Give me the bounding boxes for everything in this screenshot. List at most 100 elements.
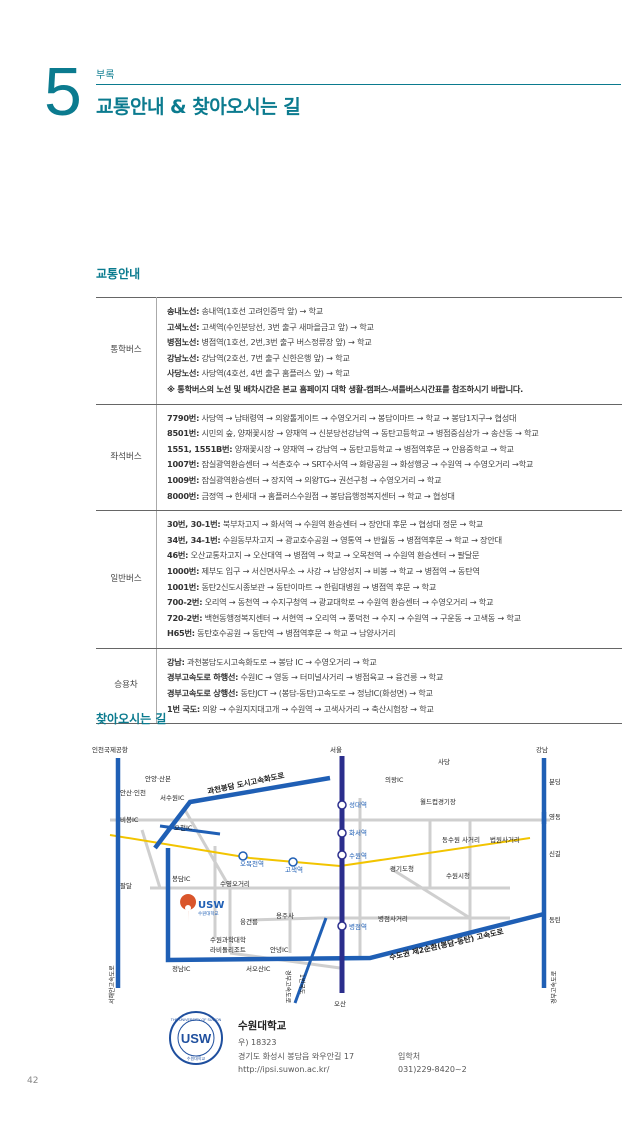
map-label-seohaean: 서해안고속도로 <box>108 965 116 1004</box>
route-list: 30번, 30-1번: 북부차고지 → 화서역 → 수원역 환승센터 → 장안대… <box>156 510 622 649</box>
transit-section-title: 교통안내 <box>96 267 141 281</box>
route-line: 8000번: 금정역 → 한세대 → 홈플러스수원점 → 봉담읍행정복지센터 →… <box>167 490 455 501</box>
phone-number: 031)229-8420~2 <box>398 1065 467 1074</box>
chapter-subtitle: 부록 <box>96 70 115 81</box>
road-seosuwon <box>159 824 221 836</box>
university-pin-icon <box>180 894 197 922</box>
map-label-seoul: 서울 <box>330 745 342 754</box>
highways <box>115 758 547 988</box>
map-label-gosaek: 고색역 <box>285 865 303 874</box>
map-label-gyeonggi-hall: 경기도청 <box>390 864 414 873</box>
map-label-incheon: 인천국제공항 <box>92 745 128 754</box>
map-label-sadang: 사당 <box>438 757 450 766</box>
map-label-suwon-station: 수원역 <box>349 851 367 860</box>
map-label-suwon-sci: 수원과학대학 <box>210 935 246 944</box>
directions-map: 인천국제공항 안양·산본 안산·인천 서울 강남 사당 분당 의왕IC 서수원I… <box>92 745 560 1008</box>
contact-label: 입학처 <box>398 1052 421 1061</box>
route-list: 송내노선: 송내역(1호선 고려인증막 앞) → 학교 고색노선: 고색역(수인… <box>156 297 622 405</box>
map-label-rabiennes: 라비돌리조트 <box>210 945 246 954</box>
map-label-byeongjeom-sa: 병점사거리 <box>378 914 408 923</box>
map-label-sungdae: 성대역 <box>349 800 367 809</box>
route-line: 34번, 34-1번: 수원동부차고지 → 광교호수공원 → 영통역 → 반월동… <box>167 534 502 545</box>
website-link[interactable]: http://ipsi.suwon.ac.kr/ <box>238 1065 330 1074</box>
table-row: 통학버스 송내노선: 송내역(1호선 고려인증막 앞) → 학교 고색노선: 고… <box>96 297 622 405</box>
seal-center-text: USW <box>181 1031 212 1046</box>
map-label-ocheon-ic: 오천IC <box>174 823 193 832</box>
map-label-hwaseo: 화서역 <box>349 828 367 837</box>
route-line: 강남노선: 강남역(2호선, 7번 출구 신한은행 앞) → 학교 <box>167 352 350 363</box>
route-line: H65번: 동탄호수공원 → 동탄역 → 병점역후문 → 학교 → 남양사거리 <box>167 628 396 639</box>
map-label-singal-ic: 신갈IC <box>549 849 560 858</box>
route-list: 강남: 과천봉담도시고속화도로 → 봉담 IC → 수영오거리 → 학교 경부고… <box>156 647 622 725</box>
route-line: 경부고속도로 하행선: 수원IC → 영동 → 터미널사거리 → 병점육교 → … <box>167 672 444 683</box>
table-row: 좌석버스 7790번: 사당역 → 남태령역 → 의왕톨게이트 → 수영오거리 … <box>96 403 622 512</box>
route-line: 강남: 과천봉담도시고속화도로 → 봉담 IC → 수영오거리 → 학교 <box>167 656 377 667</box>
school-bus-note: ※ 통학버스의 노선 및 배차시간은 본교 홈페이지 대학 생활-캠퍼스-셔틀버… <box>167 383 524 394</box>
map-label-yongjusa: 용주사 <box>276 911 294 920</box>
route-line: 1009번: 잠실광역환승센터 → 장지역 → 의왕TG→ 권선구청 → 수영오… <box>167 474 442 485</box>
map-label-paldal: 팔달 <box>120 882 132 890</box>
station-markers <box>238 800 347 931</box>
map-label-suyeong: 수영오거리 <box>220 879 250 888</box>
chapter-number: 5 <box>44 54 82 130</box>
map-label-beobwon: 법원사거리 <box>490 835 520 844</box>
route-line: 30번, 30-1번: 북부차고지 → 화서역 → 수원역 환승센터 → 장안대… <box>167 519 484 530</box>
chapter-rule <box>96 84 621 85</box>
map-label-dongsuwon: 동수원 사거리 <box>442 835 480 844</box>
route-line: 병점노선: 병점역(1호선, 2번,3번 출구 버스정류장 앞) → 학교 <box>167 337 372 348</box>
route-line: 1551, 1551B번: 양재꽃시장 → 양재역 → 강남역 → 동탄고등학교… <box>167 443 514 454</box>
map-label-gyeongbu-right: 경부고속도로 <box>550 970 558 1004</box>
local-roads <box>110 798 550 970</box>
map-label-suwon-city: 수원시청 <box>446 871 470 880</box>
route-line: 1번 국도: 의왕 → 수원지지대고개 → 수원역 → 고색사거리 → 축산시험… <box>167 703 434 714</box>
table-row: 승용차 강남: 과천봉담도시고속화도로 → 봉담 IC → 수영오거리 → 학교… <box>96 647 622 725</box>
seal-top-text: THE UNIVERSITY OF SUWON <box>171 1018 222 1022</box>
directions-section-title: 찾아오시는 길 <box>96 712 167 726</box>
address: 경기도 화성시 봉담읍 와우안길 17 <box>238 1052 355 1061</box>
map-label-bongdam-ic: 봉담IC <box>172 875 191 883</box>
route-line: 1000번: 제부도 입구 → 서신면사무소 → 사강 → 남양성지 → 비봉 … <box>167 565 480 576</box>
map-label-gyeongbu-left: 경부고속도로 <box>284 970 292 1004</box>
route-line: 1001번: 동탄2신도시종보관 → 동탄이마트 → 한림대병원 → 병점역 후… <box>167 581 437 592</box>
chapter-title: 교통안내 & 찾아오시는 길 <box>96 96 301 118</box>
map-label-gangnam: 강남 <box>536 745 548 754</box>
map-label-anyeong-ic: 안녕IC <box>270 945 289 954</box>
map-label-yunggeon: 융건릉 <box>240 917 258 926</box>
route-line: 46번: 오산교통차고지 → 오산대역 → 병점역 → 학교 → 오목천역 → … <box>167 550 480 561</box>
zip-code: 우) 18323 <box>238 1038 277 1047</box>
map-label-osan: 오산 <box>334 999 346 1008</box>
university-name: 수원대학교 <box>238 1020 287 1032</box>
map-label-ochon: 오목천역 <box>240 859 264 868</box>
map-label-jeongnam-ic: 정남IC <box>172 964 191 973</box>
route-line: 7790번: 사당역 → 남태령역 → 의왕톨게이트 → 수영오거리 → 봉담이… <box>167 412 517 423</box>
map-label-uiwang-ic: 의왕IC <box>385 775 404 784</box>
route-line: 720-2번: 백현동행정복지센터 → 서현역 → 오리역 → 풍덕천 → 수지… <box>167 612 521 623</box>
map-label-worldcup: 월드컵경기장 <box>420 797 456 806</box>
route-list: 7790번: 사당역 → 남태령역 → 의왕톨게이트 → 수영오거리 → 봉담이… <box>156 403 622 512</box>
map-label-dongtan-jct: 동탄JCT <box>549 915 560 924</box>
route-line: 8501번: 시민의 숲, 양재꽃시장 → 양재역 → 신분당선강남역 → 동탄… <box>167 428 539 439</box>
map-label-yeongdong: 영동고속도로 <box>549 812 560 821</box>
route-line: 700-2번: 오리역 → 동천역 → 수지구청역 → 광교대학로 → 수원역 … <box>167 597 494 608</box>
road-expwy-1 <box>293 917 328 1004</box>
route-line: 1007번: 잠실광역환승센터 → 석촌호수 → SRT수서역 → 화랑공원 →… <box>167 459 534 470</box>
route-line: 고색노선: 고색역(수인분당선, 3번 출구 새마을금고 앞) → 학교 <box>167 321 374 332</box>
map-label-osan-ic: 서오산IC <box>246 964 271 973</box>
map-label-anyang: 안양·산본 <box>145 774 171 783</box>
route-line: 송내노선: 송내역(1호선 고려인증막 앞) → 학교 <box>167 306 324 316</box>
map-label-bundang: 분당 <box>549 777 560 786</box>
map-label-bibong-ic: 비봉IC <box>120 815 139 824</box>
map-label-expwy2: 수도권 제2순환(봉담-동탄) 고속도로 <box>388 926 504 962</box>
transit-table: 통학버스 송내노선: 송내역(1호선 고려인증막 앞) → 학교 고색노선: 고… <box>96 297 622 725</box>
map-label-byeongjeom: 병점역 <box>349 922 367 931</box>
route-line: 경부고속도로 상행선: 동탄JCT → (봉담-동탄)고속도로 → 정남IC(화… <box>167 688 433 699</box>
map-label-usw: USW <box>198 900 224 911</box>
category-seat-bus: 좌석버스 <box>96 403 157 512</box>
university-seal-icon: USW THE UNIVERSITY OF SUWON 수원대학교 <box>169 1011 223 1065</box>
seal-bottom-text: 수원대학교 <box>187 1055 206 1061</box>
route-line: 사당노선: 사당역(4호선, 4번 출구 홈플러스 앞) → 학교 <box>167 368 350 379</box>
map-label-ansan: 안산·인천 <box>120 788 146 797</box>
map-label-seosuwon-ic: 서수원IC <box>160 793 185 802</box>
category-city-bus: 일반버스 <box>96 510 157 649</box>
category-school-bus: 통학버스 <box>96 297 157 405</box>
